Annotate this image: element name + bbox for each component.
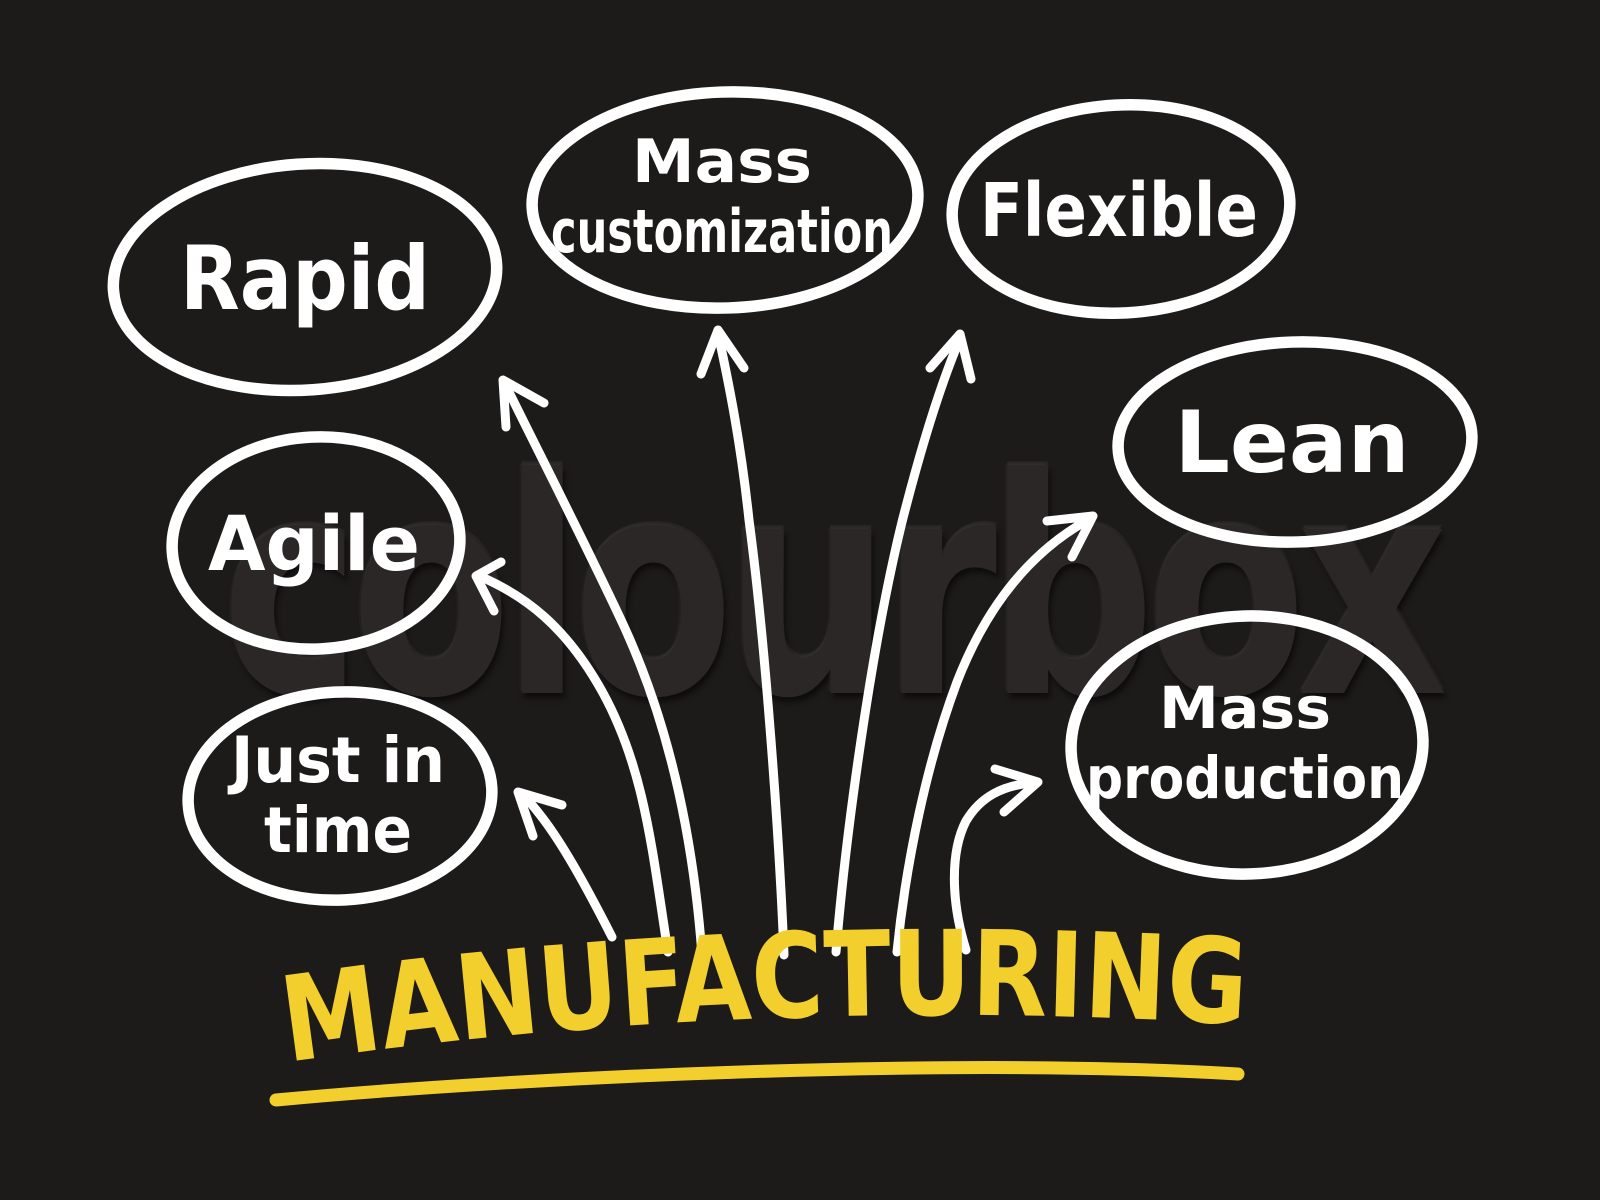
- node-lean-label: Lean: [1175, 393, 1410, 493]
- arrow-to-mass-production: [949, 764, 1043, 955]
- node-flexible: Flexible: [946, 99, 1296, 319]
- node-mass-customization-label-line1: Mass: [632, 127, 812, 197]
- node-mass-customization-ellipse: [526, 86, 924, 314]
- node-just-in-time-label-line1: Just in: [227, 724, 445, 797]
- node-mass-customization-label-line2: customization: [551, 197, 893, 267]
- arrow-to-mass-customization: [696, 325, 789, 960]
- node-just-in-time: Just in time: [182, 686, 498, 906]
- arrow-to-flexible: [831, 329, 976, 957]
- node-lean: Lean: [1112, 336, 1478, 548]
- diagram-title: MANUFACTURING: [273, 905, 1251, 1090]
- node-agile-label: Agile: [208, 499, 420, 588]
- arrow-to-lean: [892, 511, 1098, 957]
- node-rapid-label: Rapid: [180, 227, 430, 330]
- title-group: MANUFACTURING: [269, 905, 1251, 1107]
- arrow-to-agile: [471, 557, 673, 957]
- node-mass-production-label-line2: production: [1086, 744, 1404, 812]
- node-just-in-time-ellipse: [182, 686, 498, 906]
- node-flexible-label: Flexible: [980, 168, 1258, 254]
- node-mass-production-label-line1: Mass: [1159, 674, 1331, 742]
- node-mass-production: Mass production: [1065, 610, 1429, 880]
- node-rapid-ellipse: [107, 157, 503, 397]
- node-agile: Agile: [166, 431, 466, 655]
- title-underline: [269, 1061, 1245, 1107]
- arrow-to-just-in-time: [513, 787, 617, 942]
- node-lean-ellipse: [1112, 336, 1478, 548]
- node-agile-ellipse: [166, 431, 466, 655]
- node-mass-production-ellipse: [1065, 610, 1429, 880]
- node-mass-customization: Mass customization: [526, 86, 924, 314]
- node-flexible-ellipse: [946, 99, 1296, 319]
- arrow-to-rapid: [498, 375, 707, 960]
- node-just-in-time-label-line2: time: [264, 794, 412, 867]
- node-rapid: Rapid: [107, 157, 503, 397]
- arrow-group: [471, 325, 1098, 960]
